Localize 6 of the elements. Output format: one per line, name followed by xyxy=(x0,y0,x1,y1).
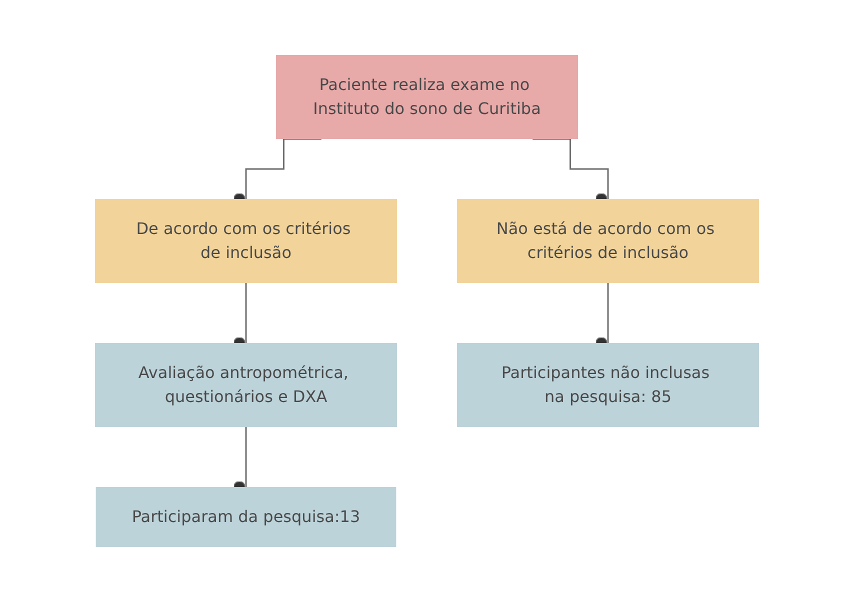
node-box: Participaram da pesquisa:13 xyxy=(96,486,396,546)
node-box: De acordo com os critérios de inclusão xyxy=(95,198,397,282)
node-box: Não está de acordo com os critérios de inclusão xyxy=(457,198,759,282)
node-box: Participantes não inclusas na pesquisa: 85 xyxy=(457,342,759,426)
node-box: Avaliação antropométrica, questionários e DXA xyxy=(95,342,397,426)
node-box: Paciente realiza exame no Instituto do sono de Curitiba xyxy=(276,54,578,138)
